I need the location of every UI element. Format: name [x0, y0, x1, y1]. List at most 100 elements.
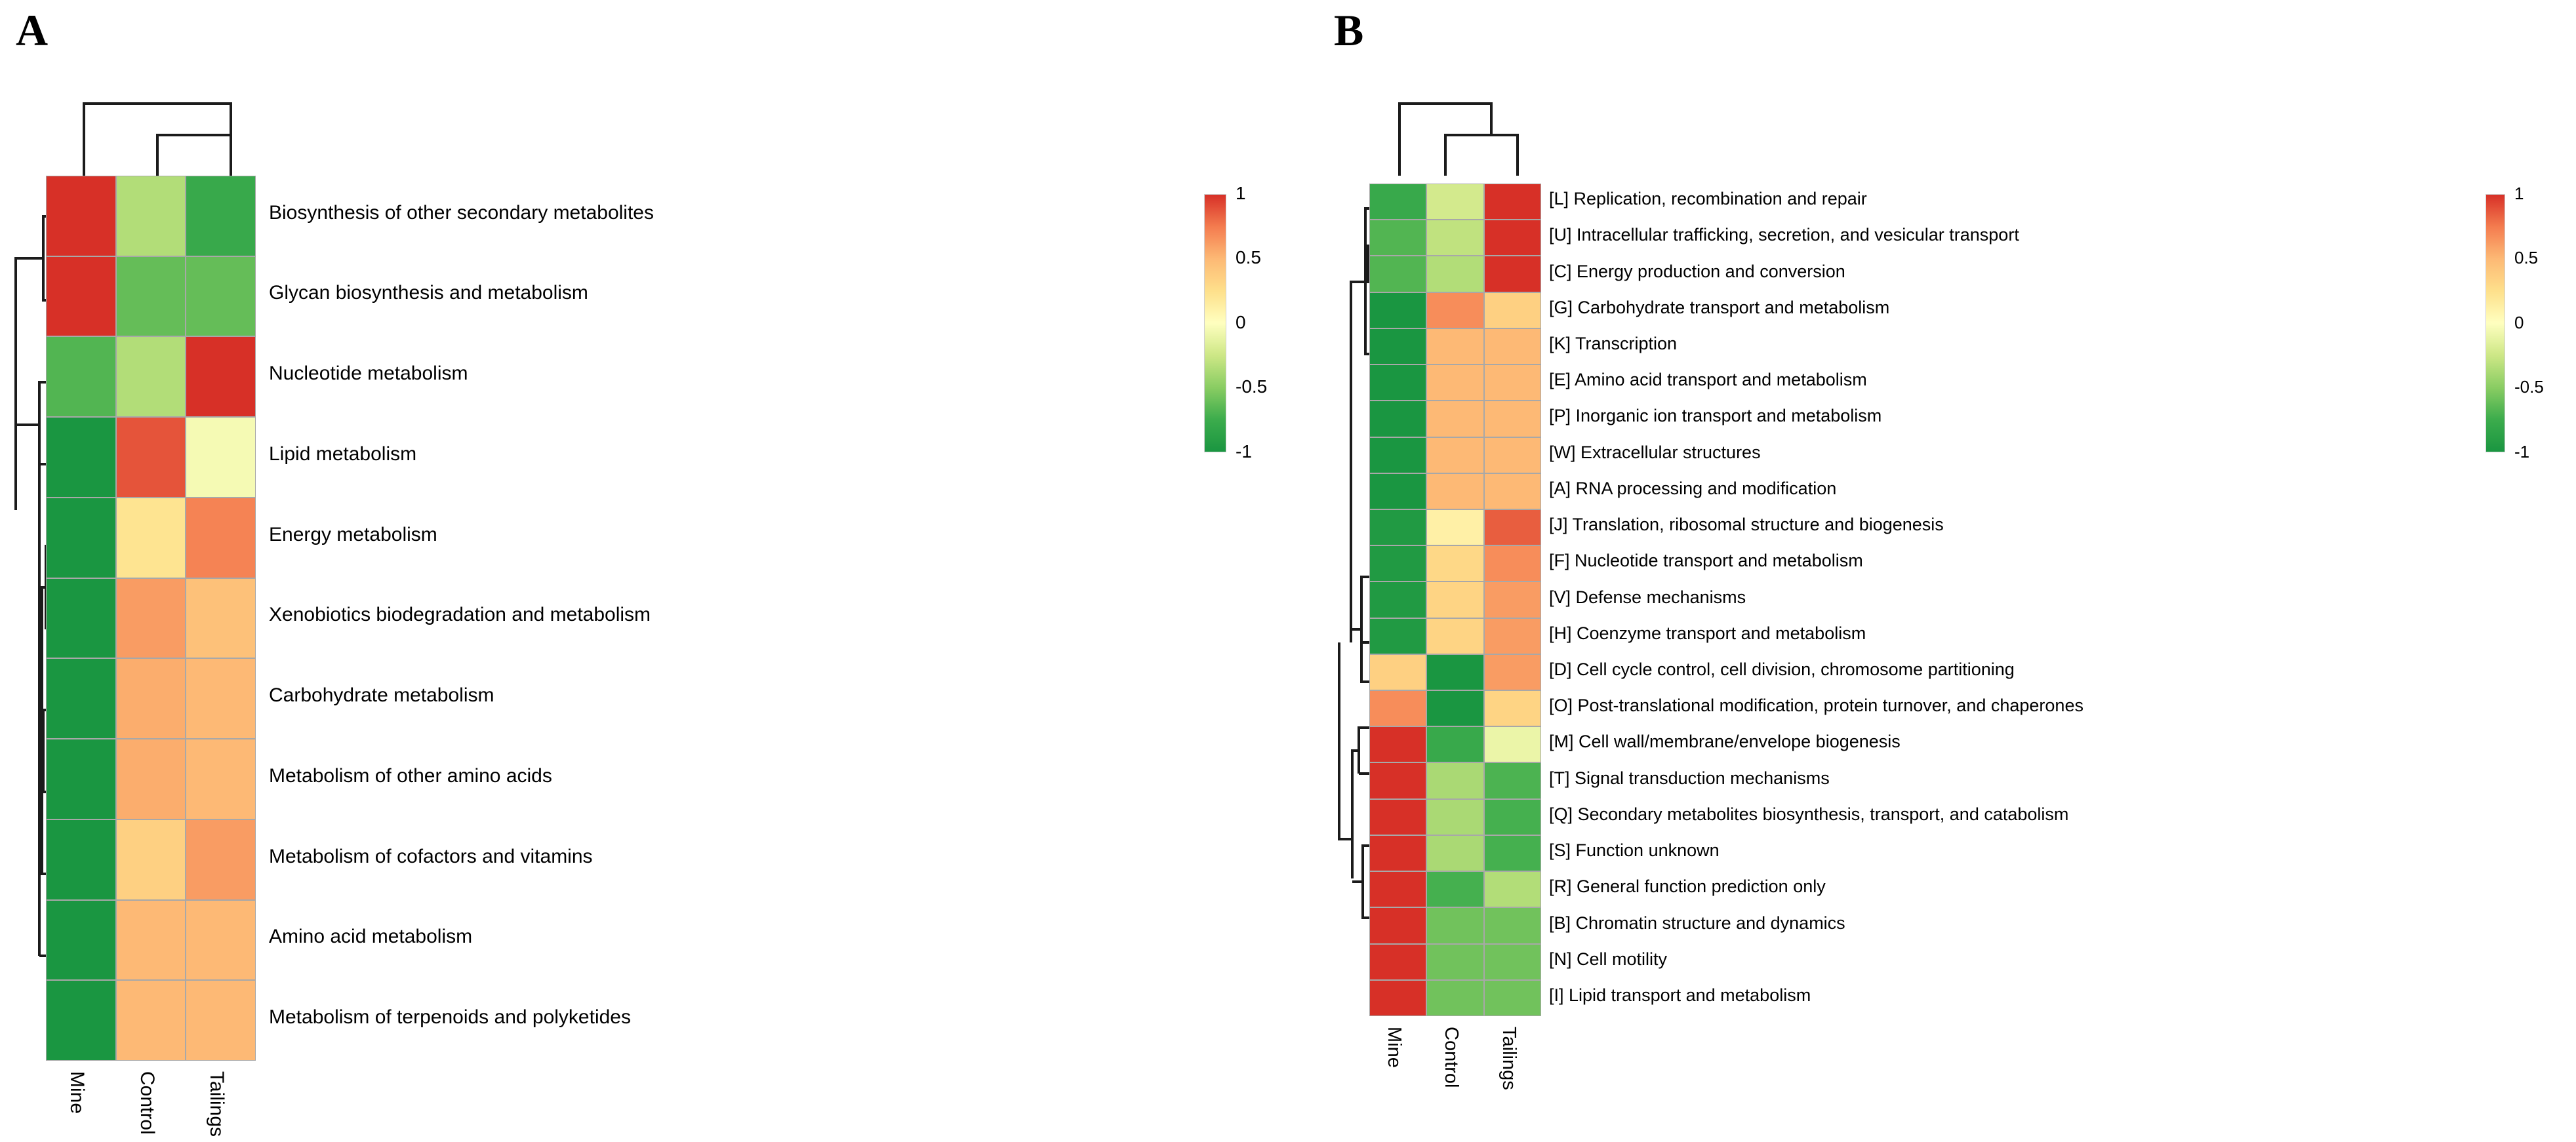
row-label: [D] Cell cycle control, cell division, c… — [1549, 659, 2015, 679]
row-label: [V] Defense mechanisms — [1549, 587, 1746, 607]
heatmap-cell — [1483, 654, 1541, 691]
heatmap-cell — [1369, 473, 1427, 509]
row-label: Metabolism of other amino acids — [269, 764, 552, 787]
heatmap-cell — [1483, 437, 1541, 473]
heatmap-cell — [1483, 798, 1541, 835]
heatmap-cell — [186, 819, 256, 900]
heatmap-cell — [1426, 509, 1484, 546]
row-label: [K] Transcription — [1549, 334, 1678, 354]
heatmap-cell — [1426, 943, 1484, 980]
heatmap-cell — [1369, 798, 1427, 835]
heatmap-cell — [1483, 184, 1541, 220]
heatmap-cell — [1369, 979, 1427, 1016]
row-label: [I] Lipid transport and metabolism — [1549, 985, 1811, 1005]
heatmap-cell — [1426, 835, 1484, 872]
row-label: Xenobiotics biodegradation and metabolis… — [269, 604, 651, 626]
row-label: [H] Coenzyme transport and metabolism — [1549, 623, 1866, 643]
heatmap-cell — [1369, 401, 1427, 437]
heatmap-cell — [115, 417, 186, 498]
heatmap-cell — [46, 497, 116, 578]
heatmap-cell — [115, 899, 186, 981]
row-label: [U] Intracellular trafficking, secretion… — [1549, 225, 2019, 245]
heatmap-cell — [115, 336, 186, 418]
panel-letter-a: A — [16, 5, 49, 55]
heatmap-cell — [1426, 581, 1484, 618]
heatmap-cell — [1369, 943, 1427, 980]
heatmap-cell — [1483, 401, 1541, 437]
heatmap-cell — [46, 417, 116, 498]
row-label: [M] Cell wall/membrane/envelope biogenes… — [1549, 732, 1901, 752]
heatmap-cell — [1483, 979, 1541, 1016]
heatmap-cell — [1483, 943, 1541, 980]
heatmap-cell — [115, 980, 186, 1061]
heatmap-cell — [46, 739, 116, 819]
row-dendrogram-a — [9, 176, 50, 1061]
row-label: [R] General function prediction only — [1549, 876, 1826, 897]
row-label: Biosynthesis of other secondary metaboli… — [269, 201, 654, 224]
heatmap-cell — [46, 336, 116, 418]
row-label: [A] RNA processing and modification — [1549, 478, 1837, 498]
heatmap-cell — [1426, 654, 1484, 691]
heatmap-cell — [1426, 220, 1484, 256]
heatmap-cell — [1369, 328, 1427, 365]
column-label: Mine — [66, 1071, 89, 1114]
colorbar-tick: 0.5 — [2514, 248, 2539, 268]
heatmap-cell — [1426, 979, 1484, 1016]
heatmap-cell — [186, 739, 256, 819]
heatmap-cell — [1483, 364, 1541, 401]
heatmap-cell — [1483, 292, 1541, 328]
row-label: Metabolism of terpenoids and polyketides — [269, 1006, 631, 1029]
heatmap-cell — [1369, 184, 1427, 220]
heatmap-cell — [1426, 762, 1484, 799]
row-label: [E] Amino acid transport and metabolism — [1549, 370, 1867, 390]
heatmap-cell — [1483, 581, 1541, 618]
heatmap-cell — [1369, 509, 1427, 546]
heatmap-cell — [46, 658, 116, 739]
row-label: Metabolism of cofactors and vitamins — [269, 845, 593, 867]
heatmap-cell — [1369, 220, 1427, 256]
heatmap-cell — [115, 497, 186, 578]
colorbar-tick: 1 — [1236, 182, 1246, 203]
heatmap-cell — [1369, 835, 1427, 872]
heatmap-cell — [1369, 292, 1427, 328]
panel-a: A Biosynthe — [9, 5, 1268, 1137]
heatmap-cell — [1369, 762, 1427, 799]
row-label: Nucleotide metabolism — [269, 363, 468, 385]
colorbar-tick: 0.5 — [1236, 247, 1261, 268]
colorbar-gradient-b — [2485, 194, 2505, 452]
heatmap-cell — [115, 658, 186, 739]
colorbar-tick: -1 — [1236, 441, 1252, 462]
row-label: Lipid metabolism — [269, 443, 417, 465]
heatmap-cell — [1426, 437, 1484, 473]
colorbar-tick: -0.5 — [1236, 376, 1268, 397]
row-label: Carbohydrate metabolism — [269, 684, 494, 707]
colorbar-tick: 0 — [1236, 311, 1246, 332]
heatmap-cell — [1426, 907, 1484, 944]
heatmap-cell — [1483, 618, 1541, 654]
heatmap-cell — [186, 417, 256, 498]
heatmap-cell — [115, 819, 186, 900]
heatmap-b — [1369, 184, 1541, 1016]
heatmap-cell — [1483, 509, 1541, 546]
row-label: [P] Inorganic ion transport and metaboli… — [1549, 406, 1882, 426]
heatmap-cell — [1369, 545, 1427, 582]
heatmap-cell — [46, 899, 116, 981]
heatmap-cell — [1426, 292, 1484, 328]
column-label: Control — [1441, 1027, 1462, 1088]
column-dendrogram-a — [46, 97, 262, 176]
heatmap-cell — [1483, 726, 1541, 763]
heatmap-cell — [186, 336, 256, 418]
row-label: [L] Replication, recombination and repai… — [1549, 189, 1867, 209]
heatmap-cell — [1426, 545, 1484, 582]
row-label: [Q] Secondary metabolites biosynthesis, … — [1549, 804, 2069, 824]
panel-letter-b: B — [1334, 5, 1364, 55]
heatmap-cell — [115, 739, 186, 819]
heatmap-cell — [1426, 256, 1484, 292]
heatmap-cell — [1426, 328, 1484, 365]
heatmap-cell — [186, 256, 256, 337]
row-label: [G] Carbohydrate transport and metabolis… — [1549, 297, 1890, 317]
heatmap-cell — [1426, 618, 1484, 654]
heatmap-cell — [1369, 726, 1427, 763]
row-label: [C] Energy production and conversion — [1549, 261, 1845, 281]
heatmap-cell — [1483, 545, 1541, 582]
